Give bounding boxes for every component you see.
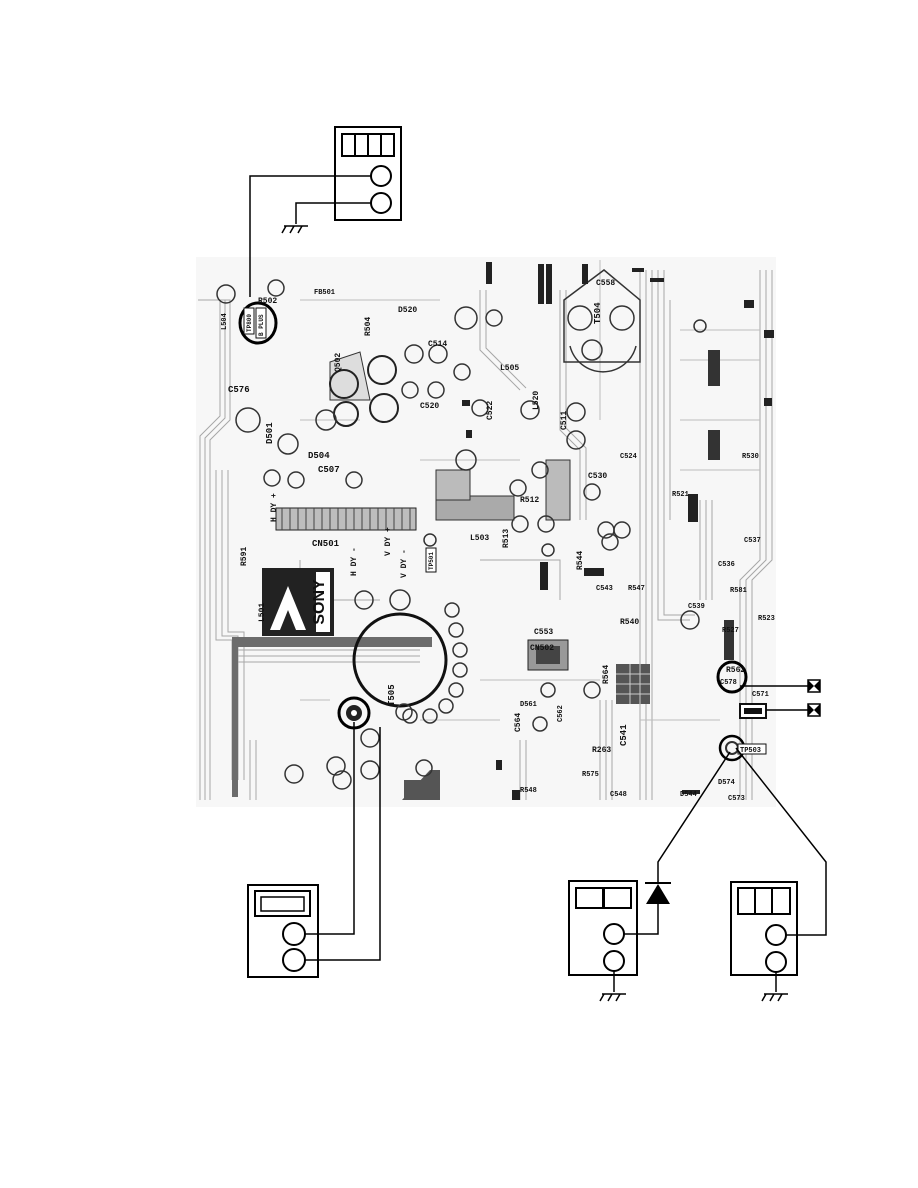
label-v-dy-minus: V DY - <box>400 549 409 578</box>
meter-bottom-right <box>730 881 798 976</box>
label-c536: C536 <box>718 561 735 569</box>
label-d520: D520 <box>398 306 417 315</box>
label-c514: C514 <box>428 340 447 349</box>
label-c573: C573 <box>728 795 745 803</box>
label-d561: D561 <box>520 701 537 709</box>
ground-wire-top <box>295 202 371 224</box>
label-c511: C511 <box>560 411 569 430</box>
label-c507: C507 <box>318 465 340 475</box>
label-h-dy-minus: H DY - <box>350 547 359 576</box>
label-t505: T505 <box>387 684 397 706</box>
label-d574: D574 <box>718 779 735 787</box>
meter-bm-jack-1 <box>603 923 625 945</box>
label-r263: R263 <box>592 746 611 755</box>
label-r564: R564 <box>602 665 611 684</box>
label-cn501: CN501 <box>312 539 340 549</box>
label-q502: Q502 <box>334 353 343 372</box>
jumper-connector-icon <box>807 703 821 717</box>
label-t504: T504 <box>593 302 603 324</box>
label-r575: R575 <box>582 771 599 779</box>
label-r512: R512 <box>520 496 539 505</box>
probe-wire-br <box>735 747 827 936</box>
label-r591: R591 <box>240 547 249 566</box>
tag-b-plus: B PLUS <box>258 314 265 336</box>
label-r521: R521 <box>672 491 689 499</box>
label-r547: R547 <box>628 585 645 593</box>
meter-bottom-middle <box>568 880 638 976</box>
probe-wire-bl-1 <box>305 722 355 935</box>
ground-icon <box>281 225 308 234</box>
label-c522: C522 <box>486 401 495 420</box>
label-l504: L504 <box>221 313 229 330</box>
meter-top-jack-1 <box>370 165 392 187</box>
label-c524: C524 <box>620 453 637 461</box>
probe-wire-bl-2 <box>305 727 381 961</box>
label-r513: R513 <box>502 529 511 548</box>
label-c571: C571 <box>752 691 769 699</box>
label-d504: D504 <box>308 451 330 461</box>
component-labels: R502 C576 D501 D504 C507 D520 R504 Q502 … <box>221 279 775 803</box>
label-l505: L505 <box>500 364 519 373</box>
label-c520: C520 <box>420 402 439 411</box>
cn501-header-labels: H DY + H DY - V DY + V DY - <box>270 493 409 578</box>
r502-circle <box>238 301 278 345</box>
test-point-tags: TP800 B PLUS TP503 TP501 <box>243 307 767 755</box>
probe-wire-bm <box>657 751 731 883</box>
label-cn502: CN502 <box>530 644 554 653</box>
label-fb501: FB501 <box>314 289 335 297</box>
meter-bm-jack-2 <box>603 950 625 972</box>
meter-br-jack-1 <box>765 924 787 946</box>
ground-icon <box>761 993 788 1002</box>
label-v-dy-plus: V DY + <box>384 527 393 556</box>
label-d544: D544 <box>680 791 697 799</box>
label-r527: R527 <box>722 627 739 635</box>
meter-top <box>334 126 402 221</box>
diode-icon <box>645 882 671 904</box>
pcb-board: SONY <box>196 257 776 807</box>
jumper-connector-icon <box>807 679 821 693</box>
label-c548: C548 <box>610 791 627 799</box>
probe-wire-top <box>249 175 371 297</box>
tag-tp800: TP800 <box>246 314 253 332</box>
label-r530: R530 <box>742 453 759 461</box>
label-r504: R504 <box>364 317 373 336</box>
meter-top-jack-2 <box>370 192 392 214</box>
meter-bottom-left <box>247 884 319 978</box>
label-c530: C530 <box>588 472 607 481</box>
t505-outline <box>352 612 448 708</box>
label-c541: C541 <box>619 724 629 746</box>
label-l520: L520 <box>532 391 541 410</box>
ground-icon <box>599 993 626 1002</box>
label-l503: L503 <box>470 534 489 543</box>
label-c558: C558 <box>596 279 615 288</box>
label-c564: C564 <box>514 713 523 732</box>
label-r544: R544 <box>576 551 585 570</box>
tag-tp501: TP501 <box>428 552 435 570</box>
label-r548: R548 <box>520 787 537 795</box>
label-r502: R502 <box>258 297 277 306</box>
label-c539: C539 <box>688 603 705 611</box>
meter-bl-jack-1 <box>282 922 306 946</box>
label-r581: R581 <box>730 587 747 595</box>
tag-tp503: TP503 <box>740 747 761 755</box>
label-c576: C576 <box>228 385 250 395</box>
label-d501: D501 <box>265 422 275 444</box>
label-c553: C553 <box>534 628 553 637</box>
label-c578: C578 <box>720 679 737 687</box>
r562-circle <box>716 660 748 694</box>
label-h-dy-plus: H DY + <box>270 493 279 522</box>
label-c537: C537 <box>744 537 761 545</box>
label-r540: R540 <box>620 618 639 627</box>
meter-bl-jack-2 <box>282 948 306 972</box>
label-r523: R523 <box>758 615 775 623</box>
sony-logo: SONY <box>311 579 328 625</box>
label-c562: C562 <box>557 705 565 722</box>
label-c543: C543 <box>596 585 613 593</box>
label-l501: L501 <box>258 603 267 622</box>
meter-br-jack-2 <box>765 951 787 973</box>
label-r562: R562 <box>726 666 745 675</box>
